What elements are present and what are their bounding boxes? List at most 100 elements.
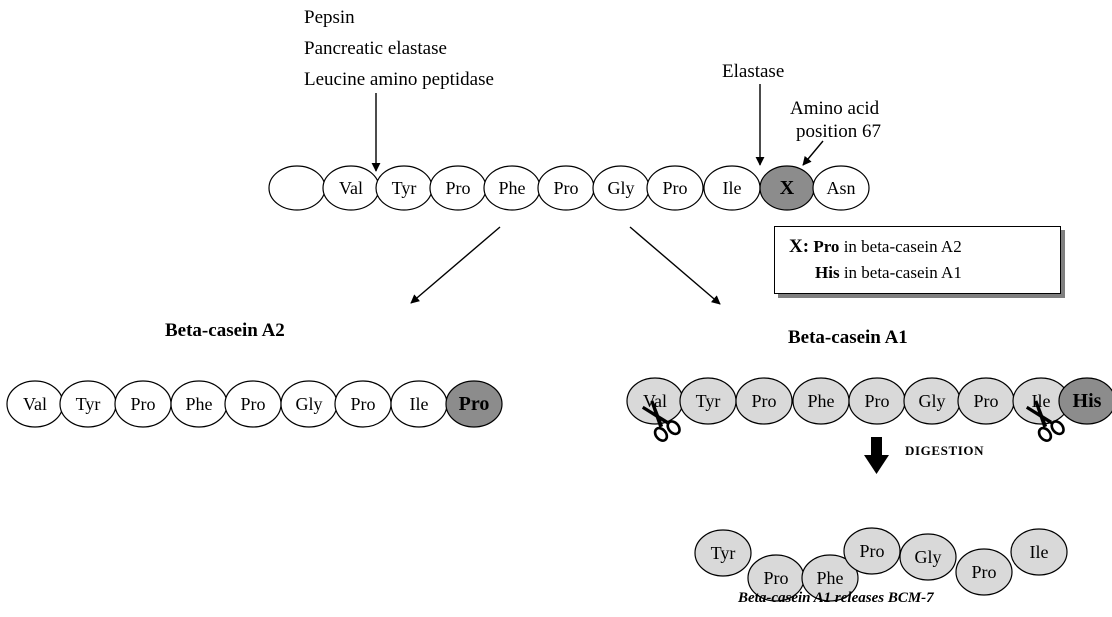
arrow-to-a2 bbox=[410, 226, 501, 304]
residue-circle bbox=[694, 529, 752, 577]
residue-label: Phe bbox=[808, 391, 835, 411]
residue-label: Asn bbox=[826, 178, 855, 198]
position-label-line1: Amino acid bbox=[790, 98, 880, 119]
residue-label: Tyr bbox=[696, 391, 721, 411]
residue-ile: Ile bbox=[1012, 377, 1070, 425]
residue-val: Val bbox=[626, 377, 684, 425]
residue-pro: Pro bbox=[445, 380, 503, 428]
residue-label: Tyr bbox=[711, 543, 736, 563]
a1-chain: Val Tyr Pro Phe Pro Gly Pro Ile His bbox=[626, 377, 1112, 425]
scissors-icon bbox=[641, 400, 681, 442]
residue-label: Tyr bbox=[392, 178, 417, 198]
residue-circle bbox=[801, 554, 859, 602]
residue-label: Val bbox=[339, 178, 363, 198]
residue-circle bbox=[1058, 377, 1112, 425]
residue-gly: Gly bbox=[280, 380, 338, 428]
residue-phe: Phe bbox=[483, 165, 541, 211]
residue-ile: Ile bbox=[390, 380, 448, 428]
residue-label: Pro bbox=[864, 391, 889, 411]
residue-pro: Pro bbox=[224, 380, 282, 428]
residue-label: Pro bbox=[859, 541, 884, 561]
residue-label: Pro bbox=[763, 568, 788, 588]
residue-pro: Pro bbox=[114, 380, 172, 428]
legend-line-a2: X: Pro in beta-casein A2 bbox=[789, 236, 962, 258]
scissors-icon bbox=[1025, 400, 1065, 442]
residue-label: Gly bbox=[915, 547, 942, 567]
residue-label: Pro bbox=[751, 391, 776, 411]
legend-residue-pro: Pro bbox=[813, 237, 840, 256]
residue-label: Pro bbox=[459, 393, 490, 415]
residue-pro: Pro bbox=[735, 377, 793, 425]
residue-label: Ile bbox=[723, 178, 742, 198]
residue-circle bbox=[735, 377, 793, 425]
residue-circle bbox=[445, 380, 503, 428]
residue-label: Pro bbox=[350, 394, 375, 414]
residue-tyr: Tyr bbox=[59, 380, 117, 428]
residue-label: Gly bbox=[919, 391, 946, 411]
residue-circle bbox=[899, 533, 957, 581]
residue-pro: Pro bbox=[429, 165, 487, 211]
residue-val: Val bbox=[322, 165, 380, 211]
legend-text-a2: in beta-casein A2 bbox=[843, 237, 962, 256]
residue-label: Pro bbox=[445, 178, 470, 198]
legend-box: X: Pro in beta-casein A2 His in beta-cas… bbox=[774, 226, 1061, 294]
digestion-label: DIGESTION bbox=[905, 443, 985, 458]
residue-label: Gly bbox=[608, 178, 635, 198]
residue-label: Phe bbox=[499, 178, 526, 198]
enzyme-leucine-amino-peptidase: Leucine amino peptidase bbox=[304, 69, 494, 90]
residue-gly: Gly bbox=[903, 377, 961, 425]
arrow-to-a1 bbox=[629, 226, 721, 305]
residue-label: Ile bbox=[410, 394, 429, 414]
position-label-line2: position 67 bbox=[796, 121, 881, 142]
residue-circle bbox=[646, 165, 704, 211]
legend-residue-his: His bbox=[815, 263, 840, 282]
enzyme-pancreatic-elastase: Pancreatic elastase bbox=[304, 38, 447, 59]
residue-label: Pro bbox=[240, 394, 265, 414]
residue-label: Pro bbox=[662, 178, 687, 198]
residue-label: Val bbox=[643, 391, 667, 411]
residue-phe: Phe bbox=[801, 554, 859, 602]
residue-circle bbox=[1010, 528, 1068, 576]
position-pointer-arrow bbox=[802, 140, 824, 166]
residue-phe: Phe bbox=[170, 380, 228, 428]
residue-label: Phe bbox=[817, 568, 844, 588]
residue-label: X bbox=[780, 177, 795, 199]
a2-chain: Val Tyr Pro Phe Pro Gly Pro Ile Pro bbox=[6, 380, 503, 428]
elastase-label: Elastase bbox=[722, 61, 785, 82]
residue-label: Gly bbox=[296, 394, 323, 414]
residue-label: Pro bbox=[130, 394, 155, 414]
top-chain: Val Tyr Pro Phe Pro Gly Pro Ile X Asn bbox=[268, 165, 870, 211]
residue-phe: Phe bbox=[792, 377, 850, 425]
residue-pro: Pro bbox=[843, 527, 901, 575]
residue-label: Val bbox=[23, 394, 47, 414]
residue-label: Phe bbox=[186, 394, 213, 414]
residue-label: Pro bbox=[971, 562, 996, 582]
residue-x: X bbox=[759, 165, 815, 211]
residue-ile: Ile bbox=[1010, 528, 1068, 576]
legend-key-x: X: bbox=[789, 236, 810, 257]
residue-circle bbox=[268, 165, 326, 211]
digestion-arrow-icon bbox=[864, 437, 889, 474]
residue-pro: Pro bbox=[747, 554, 805, 602]
residue-pro: Pro bbox=[848, 377, 906, 425]
bcm7-caption: Beta-casein A1 releases BCM-7 bbox=[738, 590, 934, 606]
residue-label: Ile bbox=[1030, 542, 1049, 562]
residue-label: His bbox=[1073, 390, 1102, 412]
residue-pro: Pro bbox=[646, 165, 704, 211]
a2-heading: Beta-casein A2 bbox=[165, 320, 285, 341]
residue-gly: Gly bbox=[592, 165, 650, 211]
legend-line-a1: His in beta-casein A1 bbox=[815, 263, 962, 283]
residue-circle bbox=[812, 165, 870, 211]
residue-pro: Pro bbox=[955, 548, 1013, 596]
residue-label: Pro bbox=[553, 178, 578, 198]
residue-asn: Asn bbox=[812, 165, 870, 211]
residue-label: Ile bbox=[1032, 391, 1051, 411]
residue-pro: Pro bbox=[537, 165, 595, 211]
residue-label: Tyr bbox=[76, 394, 101, 414]
residue-circle bbox=[955, 548, 1013, 596]
residue-pro: Pro bbox=[957, 377, 1015, 425]
residue-blank bbox=[268, 165, 326, 211]
a1-heading: Beta-casein A1 bbox=[788, 327, 908, 348]
residue-circle bbox=[843, 527, 901, 575]
